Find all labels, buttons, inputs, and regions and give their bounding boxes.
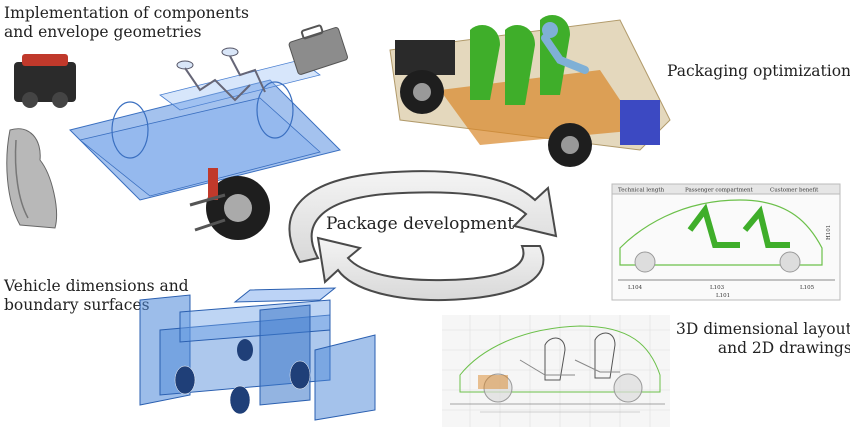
drawing-header-technical: Technical length — [618, 188, 665, 194]
packaging-illustration — [389, 15, 671, 167]
components-label: Implementation of components and envelop… — [4, 4, 249, 41]
drawing-header-passenger: Passenger compartment — [685, 188, 754, 194]
dim-l105: L105 — [800, 285, 815, 291]
drawing-header-customer: Customer benefit — [770, 188, 819, 194]
layout-label: 3D dimensional layout and 2D drawings — [676, 320, 850, 357]
packaging-label: Packaging optimization — [667, 62, 850, 80]
dim-l101: L101 — [716, 293, 730, 299]
boundary-surfaces-illustration — [139, 287, 376, 421]
dimensional-layout-illustration — [442, 315, 670, 427]
cycle-arrow — [288, 170, 558, 302]
dim-l103: L103 — [710, 285, 725, 291]
side-view-drawing: Technical length Passenger compartment C… — [611, 183, 841, 301]
dim-h101: H101 — [826, 225, 832, 240]
center-label: Package development — [326, 214, 515, 234]
components-illustration — [6, 24, 349, 240]
dim-l104: L104 — [628, 285, 643, 291]
dimensions-label: Vehicle dimensions and boundary surfaces — [4, 277, 189, 314]
